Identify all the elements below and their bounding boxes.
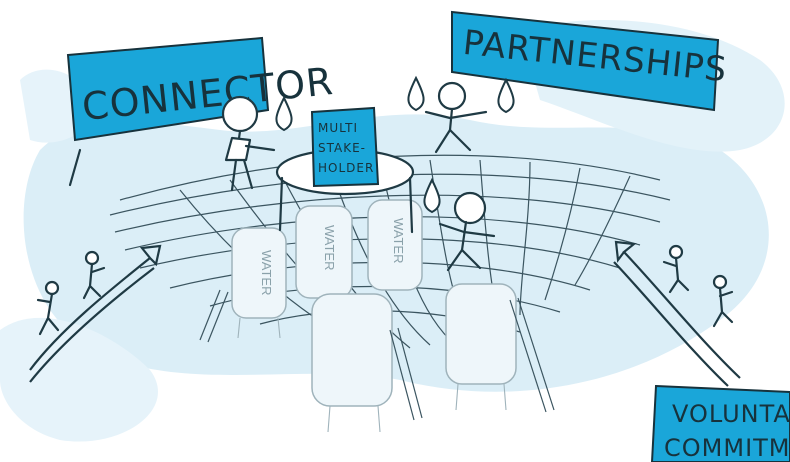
person-top [424,81,488,154]
sign-line-3: HOLDER [318,161,374,175]
water-drop-icon [497,77,515,114]
water-drop-icon [275,95,293,132]
arrow-left [29,244,162,383]
sign-line-2: STAKE- [318,141,366,155]
person-left [221,95,276,192]
tank-4 [311,293,393,407]
voluntary-commitments-banner: VOLUNTA COMMITM [650,384,790,462]
water-drop-icon [407,75,425,112]
voluntary-banner-line-1: VOLUNTA [672,400,790,428]
tank-2-label: WATER [322,225,337,271]
tank-3: WATER [367,199,423,291]
sign-line-1: MULTI [318,121,358,135]
tank-3-label: WATER [391,218,406,264]
water-tanks: WATER WATER WATER [199,199,555,433]
tank-1: WATER [231,227,287,339]
water-drop-icon [423,177,441,214]
multi-stakeholder-sign: MULTI STAKE- HOLDER [310,106,380,188]
tank-5 [445,283,517,385]
arrow-right [613,240,741,387]
tank-2: WATER [295,205,353,299]
tank-1-label: WATER [259,250,274,296]
ladder [199,289,555,421]
voluntary-banner-line-2: COMMITM [664,434,790,462]
person-right [438,191,496,272]
